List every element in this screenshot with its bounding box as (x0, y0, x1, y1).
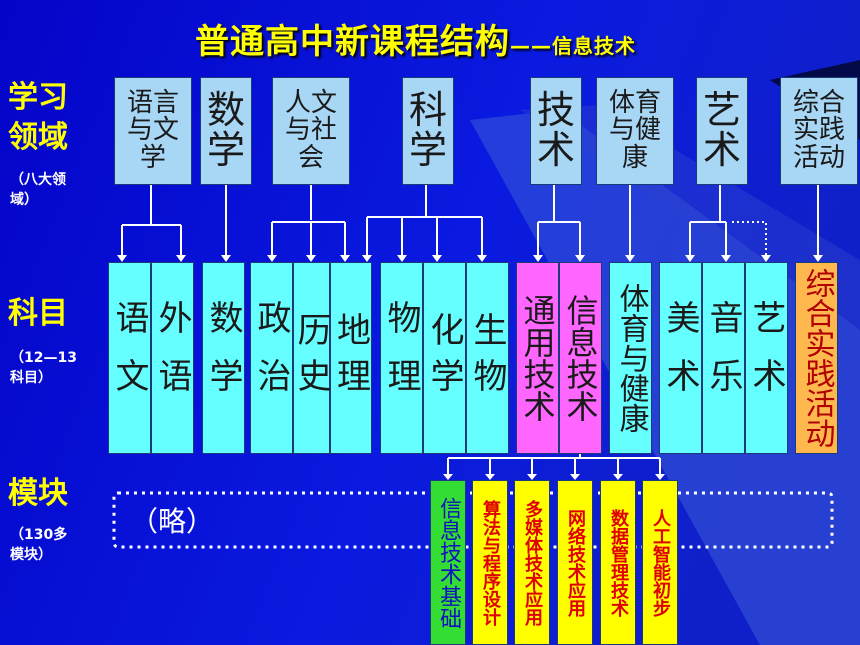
area-label: 科学 (408, 88, 447, 172)
title-main-text: 普通高中新课程结构 (195, 22, 510, 62)
side-note-area: （八大领域） (10, 172, 66, 208)
subject-biology: 生物 (466, 262, 509, 454)
subject-pe-health: 体育与健康 (609, 262, 652, 454)
area-technology: 技术 (530, 77, 582, 185)
area-science: 科学 (402, 77, 454, 185)
area-pe-health: 体育与健康 (596, 77, 674, 185)
subject-music: 音乐 (702, 262, 745, 454)
area-label: 体育与健康 (608, 88, 661, 173)
subject-general-technology: 通用技术 (516, 262, 559, 454)
subject-history: 历史 (291, 262, 331, 454)
subject-math: 数学 (202, 262, 245, 454)
module-network: 网络技术应用 (557, 480, 593, 645)
area-label: 人文与社会 (284, 88, 337, 173)
side-label-module: 模块 (8, 476, 68, 511)
subject-geography: 地理 (330, 262, 372, 454)
module-artificial-intelligence: 人工智能初步 (642, 480, 678, 645)
side-label-subject: 科目 (8, 296, 68, 331)
area-label: 综合实践活动 (792, 88, 845, 173)
side-note-subject: （12—13科目） (10, 350, 77, 386)
subject-information-technology: 信息技术 (559, 262, 602, 454)
subject-chinese: 语文 (108, 262, 151, 454)
subject-politics: 政治 (250, 262, 293, 454)
module-data-management: 数据管理技术 (600, 480, 636, 645)
module-multimedia: 多媒体技术应用 (514, 480, 550, 645)
area-language-literature: 语言与文学 (114, 77, 192, 185)
subject-fine-arts: 美术 (659, 262, 702, 454)
area-label: 语言与文学 (126, 88, 179, 173)
title-sub-text: ——信息技术 (510, 34, 636, 58)
module-algorithms-programming: 算法与程序设计 (472, 480, 508, 645)
connector-lines (121, 185, 819, 474)
area-label: 技术 (536, 88, 575, 172)
area-math: 数学 (200, 77, 252, 185)
area-label: 艺术 (702, 88, 741, 172)
page-title: 普通高中新课程结构——信息技术 (195, 14, 636, 63)
subject-chemistry: 化学 (423, 262, 466, 454)
area-art: 艺术 (696, 77, 748, 185)
subject-physics: 物理 (380, 262, 423, 454)
area-label: 数学 (206, 88, 245, 172)
modules-omitted-label: （略） (130, 505, 215, 538)
subject-foreign-language: 外语 (151, 262, 194, 454)
side-note-module: （130多模块） (10, 527, 68, 563)
side-label-area: 学习领域 (8, 80, 68, 155)
module-it-basics: 信息技术基础 (430, 480, 466, 645)
subject-art: 艺术 (745, 262, 788, 454)
subject-comprehensive-practice: 综合实践活动 (795, 262, 838, 454)
area-comprehensive-practice: 综合实践活动 (780, 77, 858, 185)
area-humanities-society: 人文与社会 (272, 77, 350, 185)
